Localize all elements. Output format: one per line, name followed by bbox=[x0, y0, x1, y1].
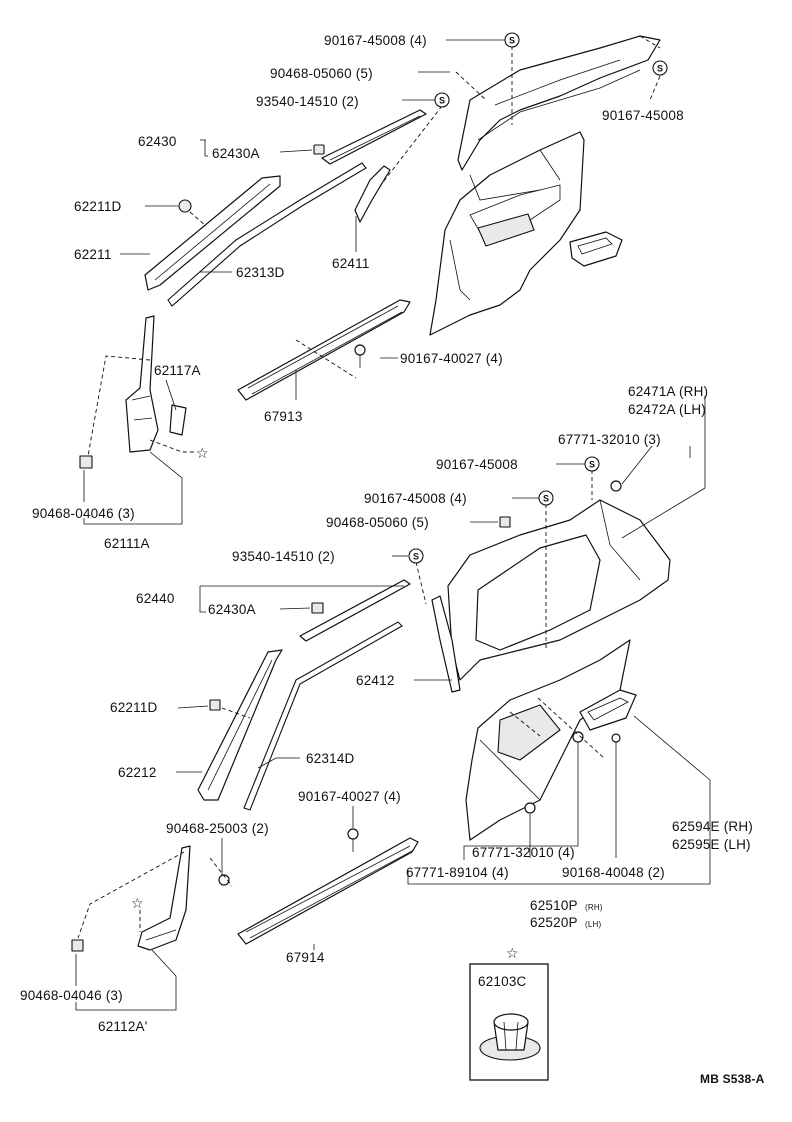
label-62412: 62412 bbox=[356, 673, 395, 688]
storage-tray-62594e bbox=[579, 689, 637, 731]
upper-rail-62430 bbox=[321, 109, 427, 165]
star-icon-62103c: ☆ bbox=[506, 946, 519, 962]
label-67771-32010-3: 67771-32010 (3) bbox=[558, 432, 661, 447]
weatherstrip-62314d bbox=[243, 621, 403, 811]
clip-90468-05060-mid bbox=[499, 516, 511, 528]
pillar-garnish-62212 bbox=[197, 649, 283, 801]
label-90468-04046-3-bot: 90468-04046 (3) bbox=[20, 988, 123, 1003]
label-62430a-mid: 62430A bbox=[208, 602, 256, 617]
storage-tray-upper bbox=[569, 231, 623, 267]
label-62112a: 62112A' bbox=[98, 1019, 148, 1034]
scuff-plate-67914 bbox=[237, 837, 419, 945]
upper-quarter-garnish bbox=[457, 35, 661, 171]
s-mark-2: S bbox=[652, 60, 668, 76]
label-93540-14510-2-mid: 93540-14510 (2) bbox=[232, 549, 335, 564]
svg-text:S: S bbox=[439, 96, 445, 106]
label-62212: 62212 bbox=[118, 765, 157, 780]
label-90468-04046-3-top: 90468-04046 (3) bbox=[32, 506, 135, 521]
label-62472a: 62472A (LH) bbox=[628, 402, 706, 417]
label-67771-89104-4: 67771-89104 (4) bbox=[406, 865, 509, 880]
label-62211d-mid: 62211D bbox=[110, 700, 158, 715]
lower-pillar-62111a bbox=[125, 315, 187, 453]
clip-62211d-top bbox=[178, 199, 192, 213]
label-62111a: 62111A bbox=[104, 536, 150, 551]
label-90167-40027-4-mid: 90167-40027 (4) bbox=[298, 789, 401, 804]
label-62595e: 62595E (LH) bbox=[672, 837, 751, 852]
clip-90468-04046-top bbox=[79, 455, 93, 469]
clip-67771-32010-3 bbox=[610, 480, 622, 492]
label-rh-small: (RH) bbox=[585, 903, 603, 912]
svg-text:S: S bbox=[589, 460, 595, 470]
label-62411: 62411 bbox=[332, 256, 370, 271]
star-icon-lower: ☆ bbox=[131, 896, 144, 912]
label-62510p: 62510P bbox=[530, 898, 578, 913]
label-90167-45008-right: 90167-45008 bbox=[602, 108, 684, 123]
label-62313d: 62313D bbox=[236, 265, 285, 280]
clip-67771-89104 bbox=[524, 802, 536, 814]
s-mark-4: S bbox=[584, 456, 600, 472]
label-67771-32010-4: 67771-32010 (4) bbox=[472, 845, 575, 860]
svg-text:S: S bbox=[543, 494, 549, 504]
panel-62411 bbox=[354, 165, 391, 223]
label-90167-40027-4-top: 90167-40027 (4) bbox=[400, 351, 503, 366]
svg-text:S: S bbox=[657, 64, 663, 74]
label-62103c: 62103C bbox=[478, 974, 527, 989]
lower-quarter-trim-62510p bbox=[465, 639, 631, 841]
clip-62211d-mid bbox=[209, 699, 221, 711]
label-90168-40048-2: 90168-40048 (2) bbox=[562, 865, 665, 880]
label-90468-25003-2: 90468-25003 (2) bbox=[166, 821, 269, 836]
label-lh-small: (LH) bbox=[585, 920, 601, 929]
rail-62440 bbox=[299, 579, 411, 642]
label-62520p: 62520P bbox=[530, 915, 578, 930]
label-67914: 67914 bbox=[286, 950, 325, 965]
label-62117a: 62117A bbox=[154, 363, 201, 378]
s-mark-6: S bbox=[408, 548, 424, 564]
label-62594e: 62594E (RH) bbox=[672, 819, 753, 834]
pillar-garnish-62211 bbox=[144, 175, 281, 291]
s-mark-1: S bbox=[504, 32, 520, 48]
clip-62430a-mid bbox=[311, 602, 324, 614]
lower-pillar-62112a bbox=[137, 845, 191, 951]
screw-90167-40027-mid bbox=[347, 828, 359, 852]
label-62211: 62211 bbox=[74, 247, 112, 262]
label-93540-14510-2-top: 93540-14510 (2) bbox=[256, 94, 359, 109]
s-mark-5: S bbox=[538, 490, 554, 506]
label-62440: 62440 bbox=[136, 591, 175, 606]
clip-90468-04046-bot bbox=[71, 939, 84, 952]
star-icon-top: ☆ bbox=[196, 446, 209, 462]
label-62314d: 62314D bbox=[306, 751, 355, 766]
label-62430a-top: 62430A bbox=[212, 146, 260, 161]
clip-62430a-top bbox=[313, 144, 325, 155]
label-67913: 67913 bbox=[264, 409, 303, 424]
clip-90168-40048 bbox=[611, 733, 621, 743]
rear-quarter-trim-upper bbox=[429, 131, 585, 336]
label-90468-05060-5-top: 90468-05060 (5) bbox=[270, 66, 373, 81]
label-reference-code: MB S538-A bbox=[700, 1072, 765, 1086]
weatherstrip-62313d bbox=[167, 162, 367, 307]
label-62430: 62430 bbox=[138, 134, 177, 149]
leader-lines bbox=[75, 39, 711, 1011]
svg-text:S: S bbox=[413, 552, 419, 562]
label-90167-45008-mid: 90167-45008 bbox=[436, 457, 518, 472]
label-62471a: 62471A (RH) bbox=[628, 384, 708, 399]
label-90167-45008-4-top: 90167-45008 (4) bbox=[324, 33, 427, 48]
screw-90167-40027-top bbox=[354, 344, 366, 368]
label-90167-45008-4-mid: 90167-45008 (4) bbox=[364, 491, 467, 506]
panel-62412 bbox=[431, 595, 461, 693]
label-90468-05060-5-mid: 90468-05060 (5) bbox=[326, 515, 429, 530]
svg-text:S: S bbox=[509, 36, 515, 46]
s-mark-3: S bbox=[434, 92, 450, 108]
label-62211d-top: 62211D bbox=[74, 199, 122, 214]
quarter-trim-62471a bbox=[447, 499, 671, 681]
part-box-62103c bbox=[469, 963, 549, 1081]
clip-90468-25003 bbox=[218, 874, 230, 886]
scuff-plate-67913 bbox=[237, 299, 411, 401]
